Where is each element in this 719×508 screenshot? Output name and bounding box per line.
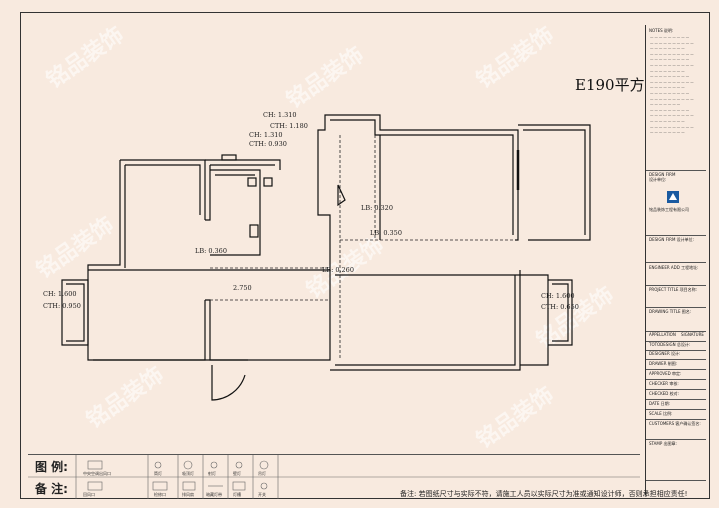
- legend-item: 吊灯: [258, 471, 266, 476]
- legend-item: 壁灯: [233, 471, 241, 476]
- checked-row: CHECKED 校对:: [649, 391, 679, 396]
- design-firm-label: DESIGN FIRM: [649, 172, 676, 177]
- legend-label: 图 例:: [35, 460, 68, 474]
- legend-grid: [28, 455, 640, 499]
- dim-ch-left: CH: 1.600: [43, 290, 77, 298]
- date-row: DATE 日期:: [649, 401, 671, 406]
- dim-lb-center: LB: 0.260: [322, 266, 354, 274]
- scale-row: SCALE 比例:: [649, 411, 673, 416]
- signature-label: SIGNATURE: [681, 332, 704, 337]
- legend-item: 筒灯: [154, 471, 162, 476]
- disclaimer-note: 备注: 若图纸尺寸与实际不符，请施工人员以实际尺寸为准或通知设计师，否则承担相应…: [400, 490, 688, 498]
- legend-item: 回风口: [83, 492, 95, 497]
- customers-row: CUSTOMERS 客户确认签名:: [649, 421, 701, 426]
- design-firm-row: DESIGN FIRM 设计单位:: [649, 237, 695, 242]
- dim-ch-top: CH: 1.310: [263, 111, 297, 119]
- stamp-row: STAMP 出图章:: [649, 441, 677, 446]
- legend-item: 中央空调出风口: [83, 471, 111, 476]
- dim-cth-right: CTH: 0.650: [541, 303, 579, 311]
- drawer-row: DRAWER 制图:: [649, 361, 678, 366]
- legend-item: 吸顶灯: [182, 471, 194, 476]
- dim-ch-mid: CH: 1.310: [249, 131, 283, 139]
- dim-cth-top: CTH: 1.180: [270, 122, 308, 130]
- dim-lb-right: LB: 0.350: [370, 229, 402, 237]
- legend-panel: 图 例: 备 注: 中央空调出风口 筒灯 吸顶灯 射灯 壁灯 吊灯 回风口 检修…: [28, 454, 640, 499]
- dim-ch-right: CH: 1.600: [541, 292, 575, 300]
- dim-cth-left: CTH: 0.950: [43, 302, 81, 310]
- approved-row: APPROVED 审定:: [649, 371, 682, 376]
- dim-ceiling-center: 2.750: [233, 284, 252, 292]
- legend-item: 检修口: [154, 492, 166, 497]
- dim-lb-kitchen: LB: 0.360: [195, 247, 227, 255]
- legend-item: 射灯: [208, 471, 216, 476]
- checker-row: CHECKER 审核:: [649, 381, 679, 386]
- dim-cth-mid: CTH: 0.930: [249, 140, 287, 148]
- legend-item: 开关: [258, 492, 266, 497]
- firm-name: 铭品装饰工程有限公司: [649, 207, 689, 212]
- notes-body: — — — — — — — — — — — — — — — — — — — — …: [650, 35, 694, 135]
- plan-title: E190平方: [575, 76, 645, 94]
- totodesign-row: TOTODESIGN 总设计:: [649, 342, 691, 347]
- border-frame: [20, 12, 710, 499]
- floor-plan: CH: 1.310 CTH: 1.180 CH: 1.310 CTH: 0.93…: [43, 111, 591, 401]
- notes-heading: NOTES 说明:: [649, 28, 674, 33]
- notes-label: 备 注:: [35, 482, 68, 496]
- appellation-label: APPELLATION: [649, 332, 676, 337]
- title-block: NOTES 说明: — — — — — — — — — — — — — — — …: [645, 25, 706, 495]
- legend-item: 排风扇: [182, 492, 194, 497]
- design-firm-cn: 设计单位:: [649, 177, 667, 182]
- engineer-add-row: ENGINEER ADD 工程地址:: [649, 265, 699, 270]
- project-title-row: PROJECT TITLE 项目名称:: [649, 287, 697, 292]
- legend-item: 暗藏灯带: [206, 492, 222, 497]
- legend-item: 灯槽: [233, 492, 241, 497]
- designer-row: DESIGNER 设计:: [649, 351, 681, 356]
- dim-lb-left: LB: 0.320: [361, 204, 393, 212]
- drawing-title-row: DRAWING TITLE 图名:: [649, 309, 692, 314]
